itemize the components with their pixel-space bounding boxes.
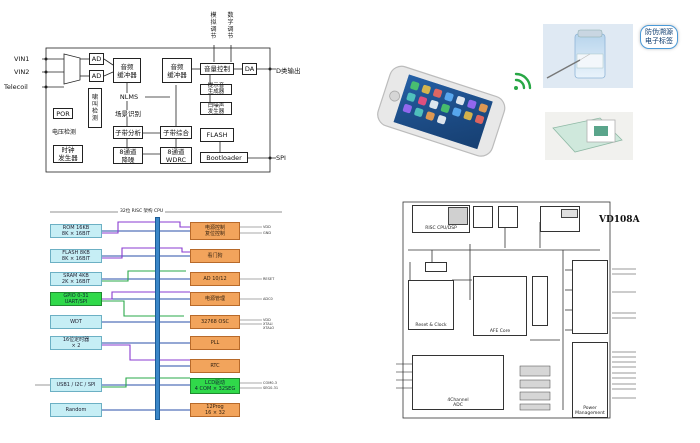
power-management-block: Power Management: [572, 342, 608, 418]
cpu-bus-label: 32位 RISC 架构 CPU: [118, 208, 166, 214]
voltage-monitor-label: 电压检测: [52, 129, 77, 136]
flash-block: FLASH 8KB 8K × 16BIT: [50, 249, 102, 263]
subband-synthesis-block: 子带综合: [160, 126, 192, 139]
white-noise-generator-block: 白噪声 发生器: [200, 102, 232, 115]
input-vin1: VIN1: [14, 55, 30, 63]
output-audio-buffer: 音频 缓冲器: [162, 58, 192, 83]
digital-adjust-label: 数 字 调 节: [227, 12, 234, 40]
adc-4channel-block: 4Channel ADC: [412, 355, 504, 410]
sram-block: SRAM 4KB 2K × 16BIT: [50, 272, 102, 286]
nlms-block: NLMS: [119, 93, 139, 101]
flash-block: FLASH: [200, 128, 234, 142]
signal-vdd-2: VDD: [263, 318, 271, 322]
afe-side-block: [532, 276, 548, 326]
pll-block: PLL: [190, 336, 240, 350]
spi-label: SPI: [276, 154, 286, 162]
subband-analysis-block: 子带分析: [113, 126, 143, 139]
da-converter: DA: [242, 63, 257, 75]
noise-reduction-block: 8通道 降噪: [113, 147, 143, 164]
oscillator-block: 32768 OSC: [190, 315, 240, 329]
io-interface-block: [572, 260, 608, 334]
signal-xtalo: XTALO: [263, 326, 275, 330]
prog-block: 12Prog 16 × 32: [190, 403, 240, 417]
volume-control-block: 音量控制: [200, 63, 234, 75]
random-block: Random: [50, 403, 102, 417]
power-management-block: 电源管理: [190, 292, 240, 306]
signal-adc0: ADC0: [263, 297, 273, 301]
input-audio-buffer: 音频 缓冲器: [113, 58, 141, 83]
por-block: POR: [53, 108, 73, 119]
watchdog-block: 看门狗: [190, 249, 240, 263]
system-bus-bar: [155, 217, 160, 420]
afe-core-block: AFE Core: [473, 276, 527, 336]
tone-generator-block: 提示音 生成器: [200, 83, 232, 95]
osc-block: [425, 262, 447, 272]
input-telecoil: Telecoil: [4, 83, 28, 91]
ad-converter-1: AD: [89, 53, 104, 65]
bootloader-block: Bootloader: [200, 152, 248, 163]
wdt-block: WDT: [50, 315, 102, 329]
class-d-output-label: D类输出: [276, 67, 301, 75]
power-reset-control-block: 电源控制 复位控制: [190, 222, 240, 240]
signal-gnd: GND: [263, 231, 272, 235]
timer-block: 16位定时器 × 2: [50, 336, 102, 350]
anti-counterfeit-tag-badge: 防伪溯源 电子标签: [640, 25, 678, 49]
chip-title: VD108A: [599, 215, 640, 225]
rtc-block: RTC: [190, 359, 240, 373]
usb-i2c-spi-block: USB1 / I2C / SPI: [50, 378, 102, 392]
clock-generator-block: 时钟 发生器: [53, 145, 83, 163]
analog-adjust-label: 模 拟 调 节: [210, 12, 217, 40]
gpio-uart-block: GPIO 0-31 UART/SPI: [50, 292, 102, 306]
feedback-detection-block: 啸 叫 检 测: [88, 88, 102, 128]
rom-block: ROM 16KB 8K × 16BIT: [50, 224, 102, 238]
signal-seg: SEG0-31: [263, 386, 279, 390]
lcd-driver-block: LCD驱动 4 COM × 32SEG: [190, 378, 240, 394]
wdrc-block: 8通道 WDRC: [160, 147, 192, 164]
security-subblock: [561, 209, 578, 218]
signal-vdd: VDD: [263, 225, 271, 229]
signal-com: COM0-3: [263, 381, 277, 385]
signal-xtali: XTALI: [263, 322, 273, 326]
wireless-signal-icon: [514, 72, 532, 90]
scene-detection-block: 场景识别: [115, 110, 141, 118]
adc-block: AD 10/12: [190, 272, 240, 286]
memory-block-2: [498, 206, 518, 228]
memory-block-1: [473, 206, 493, 228]
reset-clock-block: Reset & Clock: [408, 280, 454, 330]
cpu-subblocks: [448, 207, 468, 225]
input-vin2: VIN2: [14, 68, 30, 76]
ad-converter-2: AD: [89, 70, 104, 82]
signal-reset: RESET: [263, 277, 275, 281]
